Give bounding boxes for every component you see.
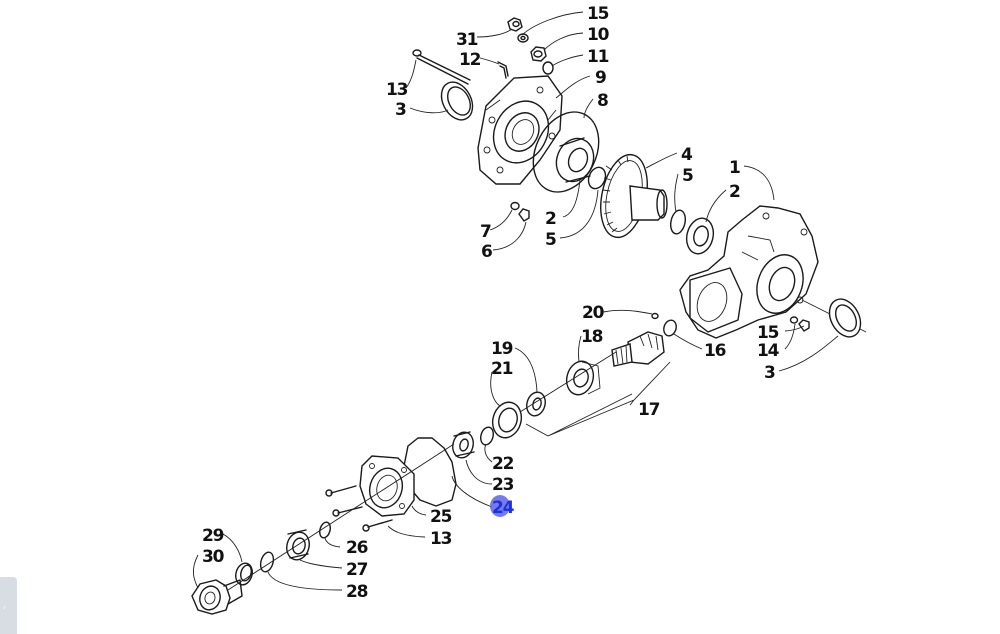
plug-part-10[interactable] [530,46,547,62]
callout-23[interactable]: 23 [492,475,515,495]
washer-part-7[interactable] [510,201,520,211]
washer-part-14[interactable] [789,316,799,324]
callout-20[interactable]: 20 [582,303,606,323]
gear-housing-part-1[interactable] [679,205,867,339]
bolt-part-13[interactable] [412,49,471,85]
bushing-part-23[interactable] [450,430,476,461]
screw-part-15-top[interactable] [507,17,523,32]
nut-part-6[interactable] [518,208,530,222]
bolt-part-13-lower-c[interactable] [362,519,393,532]
bearing-part-18[interactable] [563,358,601,398]
callout-19[interactable]: 19 [491,339,514,359]
cover-assembly [412,17,608,222]
callout-numbers: 15 31 10 12 11 9 13 8 3 4 1 5 2 2 7 5 6 … [202,4,781,602]
chevron-right-icon: › [3,603,6,612]
callout-12[interactable]: 12 [459,50,482,70]
callout-5[interactable]: 5 [682,166,694,186]
callout-10[interactable]: 10 [587,25,611,45]
bearing-part-27[interactable] [284,529,313,563]
snap-ring-part-26[interactable] [318,521,332,539]
bushing-part-19[interactable] [524,390,548,418]
callout-16[interactable]: 16 [704,341,727,361]
spacer-part-16[interactable] [662,319,678,338]
bearing-race-part-21[interactable] [489,399,526,441]
callout-8[interactable]: 8 [597,91,609,111]
callout-17[interactable]: 17 [638,400,661,420]
callout-5[interactable]: 5 [545,230,557,250]
callout-21[interactable]: 21 [491,359,514,379]
callout-24-highlighted[interactable]: 24 [492,498,516,518]
oring-part-29[interactable] [233,561,254,587]
lower-axis-line [227,443,455,591]
callout-30[interactable]: 30 [202,547,226,567]
output-housing-part-25[interactable] [359,455,415,517]
output-yoke-part-30[interactable] [191,579,243,615]
screw-part-15-right[interactable] [798,319,810,332]
callout-2[interactable]: 2 [729,182,741,202]
callout-6[interactable]: 6 [481,242,493,262]
snap-ring-part-22[interactable] [479,426,495,447]
callout-31[interactable]: 31 [456,30,479,50]
seal-part-3-right[interactable] [823,294,867,342]
cover-housing-part-9[interactable] [477,75,563,185]
callout-13[interactable]: 13 [430,529,453,549]
callout-3[interactable]: 3 [395,100,407,120]
callout-18[interactable]: 18 [581,327,604,347]
shim-part-5-upper[interactable] [585,165,608,191]
callout-1[interactable]: 1 [729,158,741,178]
snap-ring-part-28[interactable] [258,551,275,574]
callout-7[interactable]: 7 [480,222,492,242]
callout-14[interactable]: 14 [757,341,781,361]
bearing-part-2-right[interactable] [683,215,717,256]
callout-28[interactable]: 28 [346,582,369,602]
shaft-axis-line [519,351,617,413]
callout-3[interactable]: 3 [764,363,776,383]
pinion-gear-part[interactable] [611,331,665,367]
pin-part-12[interactable] [497,61,509,79]
bolt-part-13-lower-b[interactable] [332,506,363,517]
callout-25[interactable]: 25 [430,507,453,527]
callout-9[interactable]: 9 [595,68,607,88]
bolt-part-13-lower-a[interactable] [325,485,357,497]
side-panel-toggle[interactable]: › [0,577,17,634]
ring-gear-part-4[interactable] [594,150,668,241]
bearing-part-2-upper[interactable] [550,133,600,187]
callout-11[interactable]: 11 [587,47,610,67]
callout-15[interactable]: 15 [587,4,610,24]
highlight-marker [490,495,510,517]
callout-13[interactable]: 13 [386,80,409,100]
callout-26[interactable]: 26 [346,538,369,558]
washer-part-31[interactable] [517,33,529,43]
seal-part-3[interactable] [435,77,479,125]
oring-part-11[interactable] [542,61,554,75]
callout-29[interactable]: 29 [202,526,225,546]
leader-lines [192,11,839,591]
callout-2[interactable]: 2 [545,209,557,229]
callout-4[interactable]: 4 [681,145,694,165]
vent-part-20[interactable] [651,312,659,320]
callout-22[interactable]: 22 [492,454,515,474]
shim-part-5-right[interactable] [669,209,688,235]
callout-15[interactable]: 15 [757,323,780,343]
callout-27[interactable]: 27 [346,560,369,580]
